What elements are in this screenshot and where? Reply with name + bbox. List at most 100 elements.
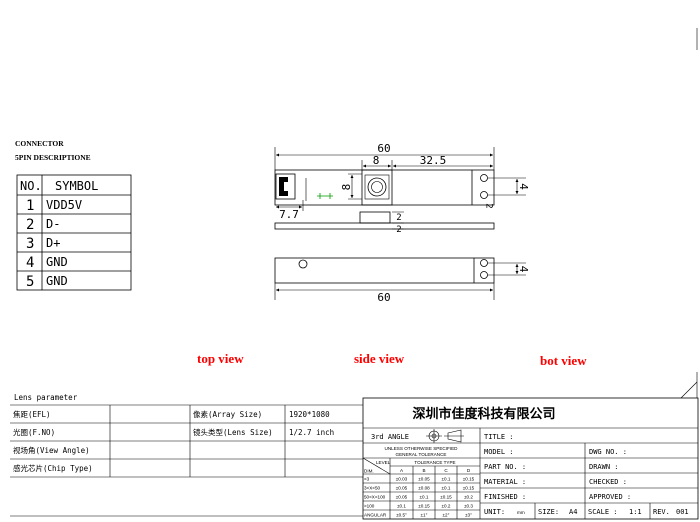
tolerance-column-lines [389, 458, 458, 519]
bottom-view-drawing: 4 60 [274, 257, 530, 304]
tolerance-range: 3<X<50 [364, 486, 381, 491]
tolerance-row-lines [363, 457, 480, 511]
pcb-outline-side [274, 222, 495, 230]
tolerance-value: ±0.05 [396, 486, 408, 491]
test-point [298, 259, 308, 269]
connector-subtitle: 5PIN DESCRIPTIONE [15, 153, 91, 162]
dimension-length-bot: 60 [377, 291, 390, 304]
general-note-line-2: GENERAL TOLERANCE [396, 452, 447, 457]
extension-line [348, 173, 362, 200]
title-block: 深圳市佳度科技有限公司 3rd ANGLE TITLE : UNLESS OTH… [362, 397, 699, 520]
title-block-field-lines [480, 457, 698, 504]
mounting-hole [480, 191, 488, 199]
side-view-drawing: 2 2 [274, 211, 495, 235]
lens-param-label: 像素(Array Size) [193, 409, 262, 419]
mounting-hole [480, 174, 488, 182]
tolerance-header-diagonal [362, 457, 391, 475]
dimension-side-thickness-b: 2 [396, 225, 401, 235]
lens-param-value: 1920*1080 [289, 410, 330, 419]
pin-symbol: GND [46, 274, 68, 288]
checked-field-label: CHECKED : [589, 478, 627, 486]
mounting-hole [480, 271, 488, 279]
size-label: SIZE: [538, 508, 559, 516]
tolerance-column-header: C [444, 468, 448, 473]
pin-table: NO. SYMBOL 1 VDD5V 2 D- 3 D+ 4 GND 5 GND [16, 174, 132, 291]
tolerance-column-header: B [422, 468, 425, 473]
scale-label: SCALE : [588, 508, 618, 516]
dimension-edge-offset: 2 [484, 203, 494, 208]
pin-table-header-symbol: SYMBOL [55, 179, 98, 193]
connector-slot [284, 182, 288, 191]
scale-value: 1:1 [629, 508, 642, 516]
tolerance-value: ±0.05 [396, 495, 408, 500]
finished-field-label: FINISHED : [484, 493, 526, 501]
mounting-hole [480, 259, 488, 267]
tolerance-value: ±0.2 [464, 495, 473, 500]
tolerance-value: ±0.3 [464, 504, 473, 509]
pin-table-border [16, 174, 132, 291]
dimension-sensor-to-edge: 32.5 [420, 154, 447, 167]
tolerance-value: ±0.05 [418, 477, 430, 482]
tolerance-value: ±0.1 [397, 504, 406, 509]
extension-line [392, 211, 404, 230]
pin-number: 3 [26, 236, 34, 252]
title-block-row-lines [363, 427, 698, 444]
view-label-bot: bot view [540, 353, 587, 368]
tolerance-level-label: LEVEL [376, 460, 391, 465]
company-name: 深圳市佳度科技有限公司 [412, 406, 555, 421]
lens-param-label: 焦距(EFL) [13, 409, 51, 419]
projection-cone [444, 429, 464, 443]
third-angle-projection-icon [426, 429, 464, 443]
size-value: A4 [569, 508, 577, 516]
projection-label: 3rd ANGLE [371, 433, 409, 441]
connector-body [279, 177, 288, 196]
pin-table-row-dividers [17, 194, 131, 272]
tolerance-value: ±0.08 [418, 486, 430, 491]
tolerance-range: 50<X<100 [364, 495, 386, 500]
pcb-outline-bottom [274, 257, 495, 284]
lens-param-label: 视场角(View Angle) [13, 445, 90, 455]
dwg-no-field-label: DWG NO. : [589, 448, 627, 456]
lens-parameter-title: Lens parameter [14, 393, 78, 402]
tolerance-value: ±2° [443, 513, 450, 518]
lens-holder [364, 174, 390, 200]
tolerance-type-label: TOLERANCE TYPE [414, 460, 455, 465]
pin-symbol: VDD5V [46, 198, 82, 212]
extension-line [274, 147, 495, 170]
tolerance-table: LEVEL DIM. TOLERANCE TYPE A B C D <3 ±0.… [362, 457, 480, 519]
tolerance-value: ±0.1 [442, 486, 451, 491]
pin-symbol: D+ [46, 236, 60, 250]
revision-value: 001 [676, 508, 689, 516]
pin-number: 2 [26, 217, 34, 233]
pin-symbol: GND [46, 255, 68, 269]
approved-field-label: APPROVED : [589, 493, 631, 501]
extension-line [488, 177, 526, 196]
extension-line [274, 283, 495, 300]
tolerance-value: ±0.15 [440, 495, 452, 500]
extension-line [488, 262, 526, 276]
lens-table-column-lines [109, 405, 286, 477]
dimension-connector-depth: 7.7 [279, 208, 299, 221]
image-sensor [361, 169, 393, 206]
dimension-hole-pitch-top: 4 [517, 183, 530, 190]
lens-param-value: 1/2.7 inch [289, 428, 334, 437]
dimension-side-thickness-a: 2 [396, 213, 401, 223]
revision-label: REV. [653, 508, 670, 516]
connector-section: CONNECTOR 5PIN DESCRIPTIONE NO. SYMBOL 1… [15, 139, 132, 291]
lens-table-row-lines [10, 404, 363, 478]
pin-number: 5 [26, 274, 34, 290]
model-field-label: MODEL : [484, 448, 514, 456]
tolerance-range: <3 [364, 477, 370, 482]
lens-param-label: 感光芯片(Chip Type) [13, 463, 93, 473]
lens-parameter-table: Lens parameter 焦距(EFL) 像素(Array Size) 19… [10, 393, 363, 517]
general-note-line-1: UNLESS OTHERWISE SPECIFIED [385, 446, 459, 451]
title-field-label: TITLE : [484, 433, 514, 441]
pin-number: 1 [26, 198, 34, 214]
lens-inner-circle [371, 181, 383, 193]
pin-table-header-no: NO. [20, 179, 42, 193]
pin-symbol: D- [46, 217, 60, 231]
tolerance-column-header: D [467, 468, 471, 473]
dimension-length-top: 60 [377, 142, 390, 155]
tolerance-dim-label: DIM. [364, 469, 374, 474]
